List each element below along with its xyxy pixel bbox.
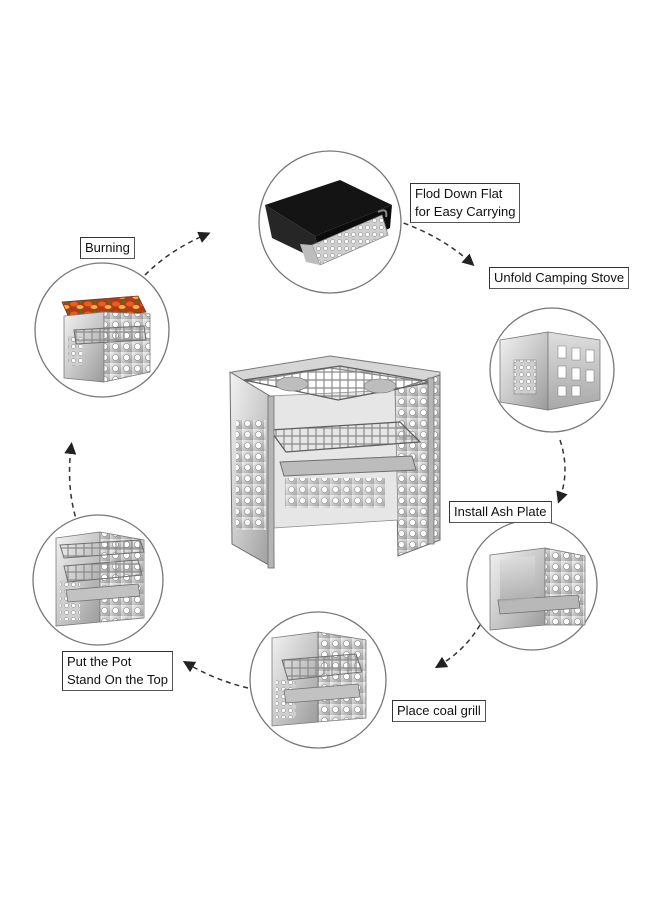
label-put-pot-stand: Put the Pot Stand On the Top [62, 651, 173, 691]
arrow-pot-stand-to-burning [64, 442, 79, 526]
step-coal-grill-circle [249, 611, 387, 749]
label-place-coal-grill: Place coal grill [392, 700, 486, 722]
stove-with-coal-grill-icon [271, 631, 367, 727]
assembled-stainless-camping-stove-icon [229, 355, 441, 569]
label-line: for Easy Carrying [415, 204, 516, 219]
step-folded-circle [258, 150, 402, 294]
label-line: Flod Down Flat [415, 186, 503, 201]
label-line: Place coal grill [397, 703, 481, 718]
arrow-burning-to-fold [144, 231, 211, 276]
arrow-coal-grill-to-pot-stand [182, 660, 249, 689]
label-install-ash-plate: Install Ash Plate [449, 501, 552, 523]
label-fold-down-flat: Flod Down Flat for Easy Carrying [410, 183, 521, 223]
folded-stove-bag-icon [265, 180, 392, 266]
label-line: Put the Pot [67, 654, 132, 669]
stove-with-ash-plate-icon [489, 547, 586, 631]
arrow-fold-to-unfold [394, 219, 475, 267]
arrow-ash-plate-to-coal-grill [434, 624, 481, 669]
step-unfold-circle [489, 307, 615, 433]
label-burning: Burning [80, 237, 135, 259]
label-line: Stand On the Top [67, 672, 168, 687]
step-ash-plate-circle [466, 519, 598, 651]
label-line: Burning [85, 240, 130, 255]
stove-with-pot-stand-icon [55, 531, 145, 627]
step-pot-stand-circle [32, 514, 164, 646]
label-unfold-camping-stove: Unfold Camping Stove [489, 267, 630, 289]
label-line: Unfold Camping Stove [494, 270, 625, 285]
burning-stove-icon [61, 295, 151, 383]
arrow-unfold-to-ash-plate [556, 439, 568, 504]
unfolded-stove-icon [499, 331, 601, 411]
step-burning-circle [34, 262, 170, 398]
label-line: Install Ash Plate [454, 504, 547, 519]
cycle-arrows [64, 219, 568, 689]
